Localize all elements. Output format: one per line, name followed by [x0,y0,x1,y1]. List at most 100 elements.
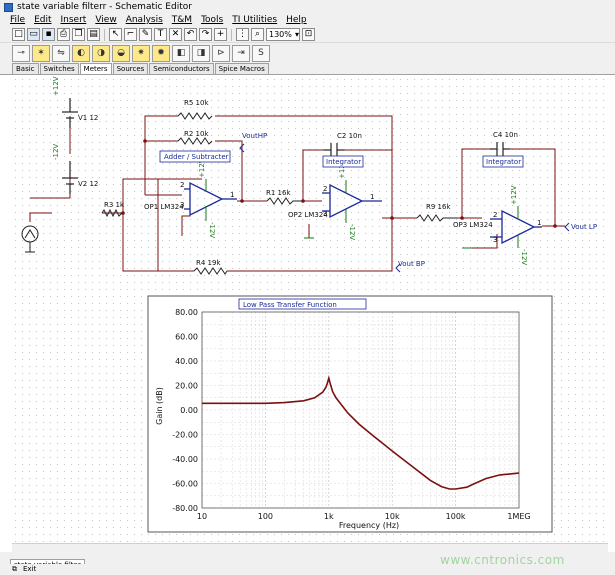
pen-icon[interactable]: ✎ [139,28,152,41]
copy-icon[interactable]: ❐ [72,28,85,41]
switch-component-icon[interactable]: ⊸ [12,44,30,62]
zoom-icon[interactable]: ⌕ [251,28,264,41]
v1-label: V1 12 [78,114,98,122]
menu-analysis[interactable]: Analysis [125,15,163,25]
integrator2-block-label: Integrator [486,158,521,166]
opamp-op3 [490,209,542,245]
menu-insert[interactable]: Insert [60,15,87,25]
r2-label: R2 10k [184,130,209,138]
led-component-icon[interactable]: ✷ [132,44,150,62]
op3-label: OP3 LM324 [453,221,493,229]
menu-bar: File Edit Insert View Analysis T&M Tools… [0,14,615,27]
horizontal-scrollbar[interactable] [12,543,608,552]
output-component-icon[interactable]: ⇥ [232,44,250,62]
opamp-op2 [322,183,382,219]
y-tick-labels: 80.0060.0040.0020.000.00-20.00-40.00-60.… [172,308,198,513]
meter-component-icon[interactable]: ◐ [72,44,90,62]
signal-source [21,225,39,253]
new-file-icon[interactable]: □ [12,28,25,41]
select-arrow-icon[interactable]: ↖ [109,28,122,41]
pin-label-2: 2 [180,181,184,189]
redo-icon[interactable]: ↷ [199,28,212,41]
op1-neg-supply: -12V [208,222,216,238]
menu-tools[interactable]: Tools [201,15,224,25]
y-tick-label: 20.00 [175,382,198,391]
pin-label-1: 1 [370,193,374,201]
toolbar-divider [231,28,232,41]
component-tabs: Basic Switches Meters Sources Semiconduc… [0,63,615,75]
op2-pos-supply: +12V [338,159,346,179]
opamp-op1 [184,181,237,217]
chart-y-axis-label: Gain (dB) [155,387,164,425]
ground-symbols [304,237,472,249]
open-folder-icon[interactable]: ▭ [27,28,40,41]
grid-icon[interactable]: ⋮ [236,28,249,41]
v2-label: V2 12 [78,180,98,188]
status-icon: ⧉ [12,565,17,573]
zoom-select[interactable]: 130%▾ [266,28,300,41]
chart-window: 80.0060.0040.0020.000.00-20.00-40.00-60.… [147,295,553,533]
menu-file[interactable]: File [10,15,26,25]
menu-tm[interactable]: T&M [171,15,193,25]
menu-view[interactable]: View [95,15,117,25]
save-icon[interactable]: ▪ [42,28,55,41]
menu-edit[interactable]: Edit [34,15,52,25]
y-tick-label: 0.00 [180,406,198,415]
x-tick-label: 1MEG [507,512,530,521]
r1-label: R1 16k [266,189,291,197]
speaker-component-icon[interactable]: ◧ [172,44,190,62]
diode-component-icon[interactable]: ⊳ [212,44,230,62]
vout-hp-label: VoutHP [242,132,267,140]
wires [29,115,565,272]
menu-help[interactable]: Help [286,15,307,25]
resistor-r5 [177,112,213,120]
tab-meters[interactable]: Meters [79,63,112,74]
tab-spice-macros[interactable]: Spice Macros [214,63,269,74]
text-tool-icon[interactable]: T [154,28,167,41]
x-tick-label: 10 [197,512,207,521]
zoom-fit-icon[interactable]: ⊡ [302,28,315,41]
battery-v2 [62,161,78,194]
op1-pos-supply: +12V [198,158,206,178]
undo-icon[interactable]: ↶ [184,28,197,41]
r5-label: R5 10k [184,99,209,107]
vout-bp-label: Vout BP [398,260,425,268]
buzzer-component-icon[interactable]: ◨ [192,44,210,62]
wire-icon[interactable]: ⌐ [124,28,137,41]
tab-semiconductors[interactable]: Semiconductors [149,63,214,74]
paste-icon[interactable]: ▤ [87,28,100,41]
lamp-component-icon[interactable]: ✶ [32,44,50,62]
tab-sources[interactable]: Sources [112,63,149,74]
add-icon[interactable]: + [214,28,227,41]
pin-label-1: 1 [230,191,234,199]
integrator1-block-label: Integrator [326,158,361,166]
voltmeter-component-icon[interactable]: ◑ [92,44,110,62]
pin-label-3: 3 [493,236,497,244]
op2-neg-supply: -12V [348,224,356,240]
relay-component-icon[interactable]: ⇋ [52,44,70,62]
x-tick-label: 10k [385,512,400,521]
tab-basic[interactable]: Basic [12,63,39,74]
zoom-value: 130% [269,30,292,39]
c2-label: C2 10n [337,132,362,140]
window-title: state variable filterr - Schematic Edito… [17,2,192,12]
component-toolbar: ⊸ ✶ ⇋ ◐ ◑ ◒ ✷ ✹ ◧ ◨ ⊳ ⇥ S [0,43,615,63]
print-icon[interactable]: ⎙ [57,28,70,41]
pin-label-2: 2 [323,185,327,193]
delete-icon[interactable]: ✕ [169,28,182,41]
gain-series-line [202,375,520,490]
tab-switches[interactable]: Switches [39,63,79,74]
ammeter-component-icon[interactable]: ◒ [112,44,130,62]
resistor-r3 [101,208,123,218]
pin-label-3: 3 [323,210,327,218]
supply-labels: +12V -12V +12V -12V +12V -12V +12V -12V [52,76,528,265]
block-labels: Adder / Subtracter Integrator Integrator [159,150,524,168]
battery-v1 [62,98,78,128]
adder-block-label: Adder / Subtracter [164,153,229,161]
exit-button[interactable]: Exit [23,565,37,573]
source-component-icon[interactable]: S [252,44,270,62]
menu-ti-utilities[interactable]: TI Utilities [232,15,278,25]
bulb-component-icon[interactable]: ✹ [152,44,170,62]
schematic-canvas[interactable]: R5 10k R2 10k R3 1k R1 16k R9 16k R4 19k… [12,76,608,543]
